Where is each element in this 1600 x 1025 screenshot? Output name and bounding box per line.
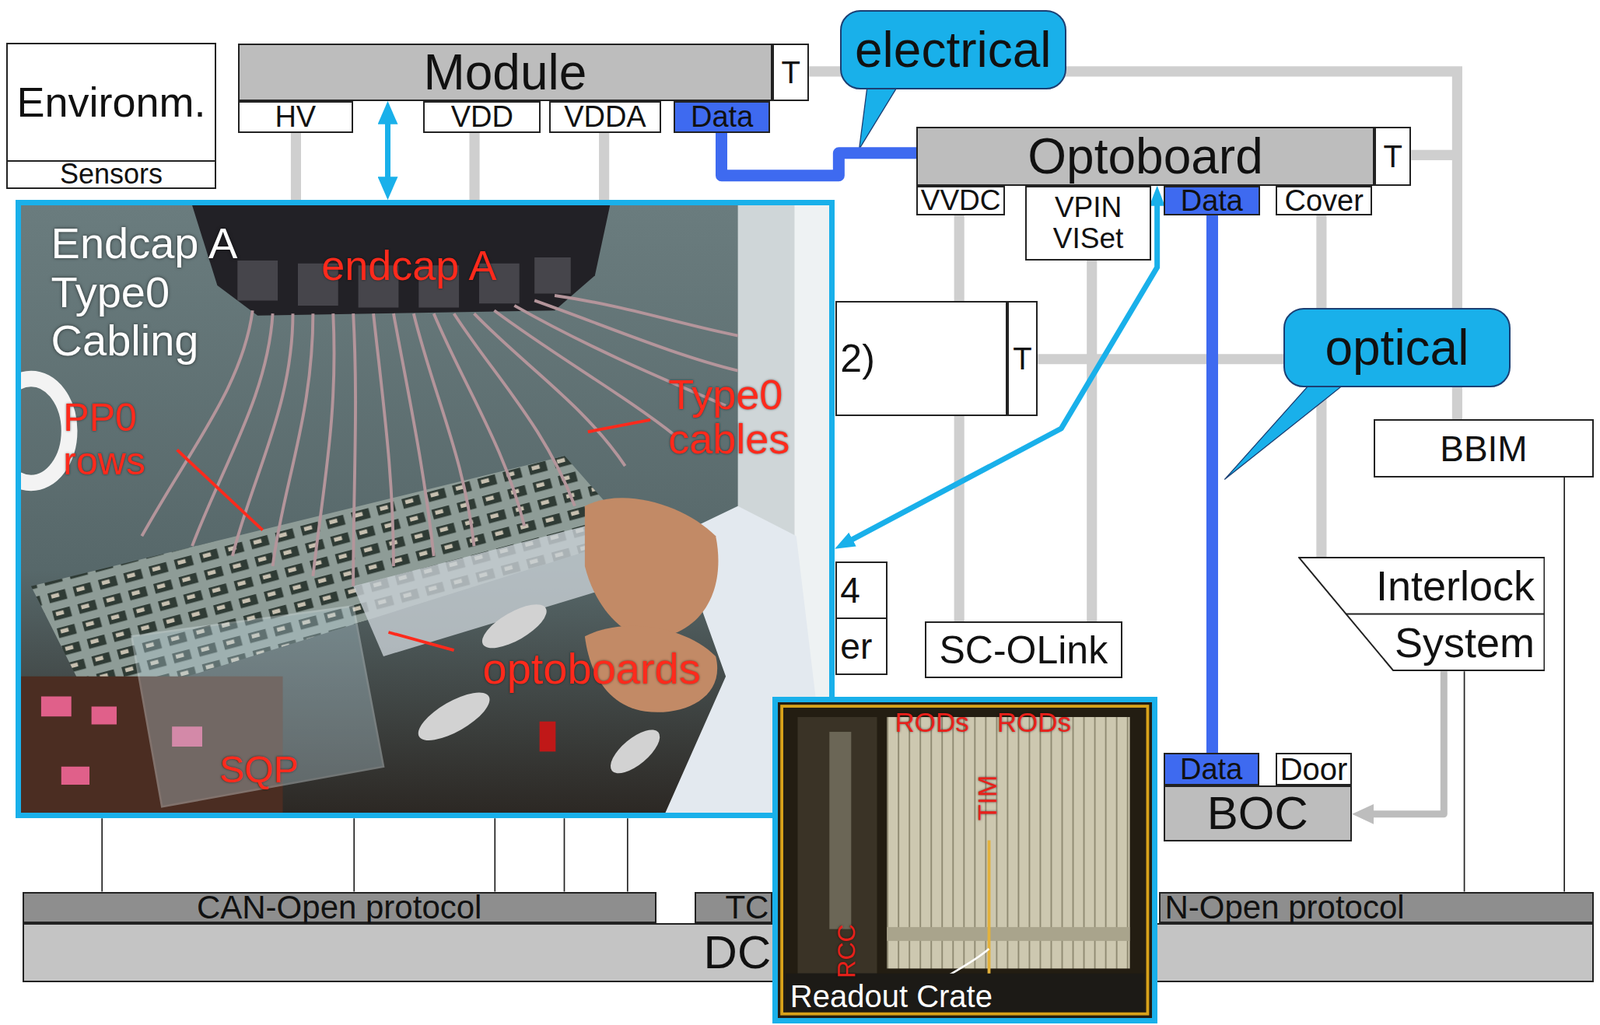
- door-port: Door: [1275, 752, 1352, 786]
- module-box: Module: [238, 43, 773, 101]
- node-text: System: [1298, 614, 1535, 672]
- foil-bundle: [603, 722, 667, 781]
- data-port: Data: [1163, 185, 1261, 216]
- node-text: Readout Crate: [790, 980, 993, 1012]
- partial-box: 4er: [835, 561, 888, 676]
- node-text: Endcap A Type0 Cabling: [51, 219, 270, 366]
- electrical-link: [721, 133, 917, 176]
- callout-tail: [859, 85, 899, 149]
- callout-bubble: electrical: [840, 10, 1067, 90]
- node-text: er: [840, 618, 886, 674]
- hand: [584, 626, 718, 713]
- card-handles: [886, 927, 1130, 942]
- white-ring: [21, 378, 70, 484]
- endcap-connectors: [237, 257, 571, 308]
- readout-crate-art: [777, 702, 1152, 1019]
- node-text: BBIM: [1439, 430, 1527, 467]
- double-arrow: [385, 115, 391, 186]
- node-text: Module: [423, 47, 587, 98]
- node-text: BOC: [1207, 790, 1309, 837]
- node-text: CAN-Open protocol: [196, 891, 483, 925]
- protocol-band: N-Open protocol: [1158, 892, 1594, 925]
- node-text: optical: [1324, 322, 1469, 373]
- crate-frame: [781, 706, 1148, 1015]
- node-text: DC: [703, 929, 772, 977]
- node-text: Interlock: [1298, 556, 1535, 614]
- data-port: Data: [1163, 752, 1260, 786]
- node-text: T: [780, 56, 800, 88]
- interlock-link: [1365, 671, 1444, 815]
- node-text: Data: [690, 101, 753, 132]
- plastic-bin: [131, 606, 384, 808]
- node-text: Data: [1179, 754, 1243, 785]
- callout-tail: [1224, 383, 1345, 480]
- readout-crate-photo: Readout Crate: [772, 696, 1158, 1024]
- hand: [584, 497, 719, 638]
- red-cap: [539, 721, 556, 753]
- node-text: VPIN VISet: [1026, 192, 1149, 255]
- sensors-row: Sensors: [6, 160, 217, 190]
- boc-box: BOC: [1163, 785, 1353, 842]
- node-text: VVDC: [920, 185, 1002, 215]
- crate-ground: [777, 702, 1152, 1019]
- interlock-shape: InterlockSystem: [1298, 556, 1545, 672]
- bbim-box: BBIM: [1373, 419, 1594, 478]
- cover-port: Cover: [1275, 185, 1373, 216]
- temperature-tag: T: [1374, 126, 1411, 186]
- node-text: SC-OLink: [938, 630, 1108, 670]
- data-port: Data: [673, 101, 771, 134]
- sc-olink-box: SC-OLink: [924, 621, 1124, 679]
- node-text: Cover: [1284, 185, 1363, 216]
- photo-ground: [21, 205, 830, 813]
- supply-port: HV: [238, 101, 354, 134]
- node-text: Door: [1280, 753, 1348, 785]
- node-text: VDD: [451, 101, 514, 132]
- environment-box: Environm. Sensors: [6, 42, 217, 190]
- callout-bubble: optical: [1283, 308, 1510, 388]
- tim-cable: [987, 840, 991, 989]
- rcc-card: [829, 731, 851, 930]
- partial-box: 2): [835, 301, 1007, 417]
- interlock-divider: [1345, 613, 1544, 616]
- node-text: TC: [724, 891, 769, 925]
- node-text: N-Open protocol: [1165, 891, 1405, 925]
- node-text: Optoboard: [1027, 131, 1263, 182]
- protocol-band: CAN-Open protocol: [22, 892, 657, 925]
- node-text: Data: [1180, 185, 1243, 216]
- node-text: 2): [840, 339, 875, 379]
- temperature-tag: T: [1007, 301, 1038, 417]
- node-text: Environm.: [16, 80, 206, 123]
- node-text: Sensors: [59, 160, 163, 189]
- supply-port: VDDA: [549, 101, 662, 134]
- supply-port: VVDC: [916, 185, 1005, 216]
- node-text: HV: [274, 101, 316, 132]
- leader-line: [176, 420, 650, 651]
- temperature-tag: T: [772, 43, 809, 101]
- cabling-photo: Endcap A Type0 Cabling: [15, 199, 835, 819]
- rod-cards: [886, 717, 1130, 969]
- crate-left-bay: [798, 717, 878, 974]
- node-text: 4: [840, 563, 886, 619]
- optoboard-box: Optoboard: [916, 126, 1375, 186]
- endcap-structure: [192, 205, 610, 316]
- node-text: T: [1012, 343, 1032, 375]
- foil-bundle: [411, 683, 497, 750]
- control-port: VPIN VISet: [1025, 185, 1151, 261]
- node-text: electrical: [854, 24, 1052, 75]
- foil-bundle: [476, 596, 554, 658]
- node-text: VDDA: [563, 101, 647, 132]
- supply-port: VDD: [423, 101, 541, 134]
- node-text: T: [1382, 140, 1402, 172]
- optical-link: [1206, 215, 1219, 753]
- protocol-band: TC: [694, 892, 773, 925]
